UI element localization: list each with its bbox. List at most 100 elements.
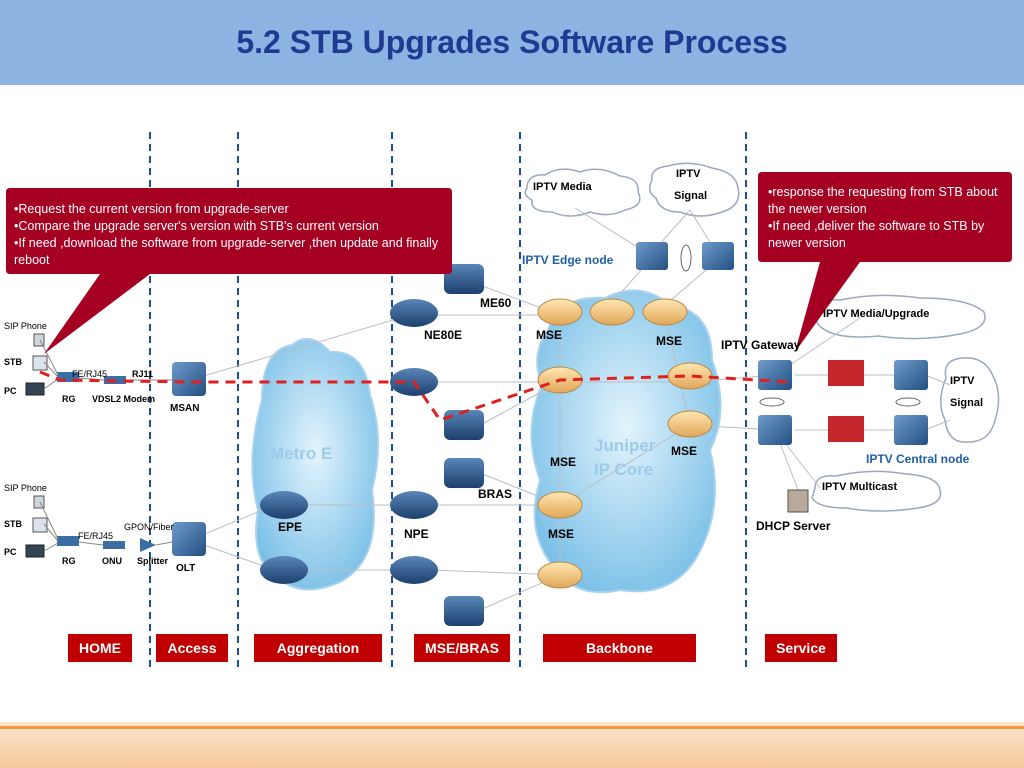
pc-icon (25, 544, 45, 558)
olt-label: OLT (176, 563, 196, 574)
ne80e-router-icon (390, 299, 438, 327)
header-bar (0, 0, 1024, 87)
edge-switch-icon (702, 242, 734, 270)
me60-label: ME60 (480, 296, 512, 310)
ip-core-label-line1: Juniper (594, 436, 656, 455)
firewall-icon (828, 360, 864, 386)
iptv-edge-node-label: IPTV Edge node (522, 253, 614, 267)
rg-icon (57, 536, 79, 546)
pc-label: PC (4, 547, 17, 557)
npe-router-icon (390, 556, 438, 584)
iptv-signal-label-2: Signal (950, 397, 984, 409)
npe-label: NPE (404, 527, 429, 541)
dhcp-server-label: DHCP Server (756, 519, 831, 533)
ne80e-label: NE80E (424, 328, 463, 342)
right-callout-text: •response the requesting from STB about … (768, 184, 1004, 252)
page-title: 5.2 STB Upgrades Software Process (236, 24, 788, 60)
iptv-media-upgrade-label: IPTV Media/Upgrade (823, 308, 930, 320)
section-access: Access (156, 634, 228, 662)
rg-icon (57, 372, 79, 382)
pc-icon (25, 382, 45, 396)
ip-core-cloud (530, 289, 722, 594)
right-callout-line: •response the requesting from STB about … (768, 185, 998, 216)
npe-router-icon (390, 491, 438, 519)
iptv-central-node-label: IPTV Central node (866, 452, 970, 466)
ip-core-label-line2: IP Core (594, 460, 654, 479)
epe-router-icon (260, 491, 308, 519)
edge-switch-icon (636, 242, 668, 270)
stb-label: STB (4, 519, 22, 529)
left-callout-line: •Request the current version from upgrad… (14, 202, 289, 216)
link-bundle-icon (680, 244, 692, 272)
iptv-signal-label-1: IPTV (950, 375, 975, 387)
epe-router-icon (260, 556, 308, 584)
iptv-signal-cloud-right (940, 357, 1000, 443)
splitter-label: Splitter (137, 556, 169, 566)
sip-phone-label: SIP Phone (4, 321, 47, 331)
iptv-media-upgrade-cloud (815, 294, 986, 340)
section-backbone: Backbone (543, 634, 696, 662)
me60-router-icon (444, 410, 484, 440)
gateway-switch-icon (758, 415, 792, 445)
msan-label: MSAN (170, 403, 200, 414)
gpon-fiber-label: GPON/Fiber (124, 522, 174, 532)
section-aggregation: Aggregation (254, 634, 382, 662)
olt-icon (172, 522, 206, 556)
iptv-multicast-cloud (811, 470, 942, 512)
left-callout-line: •Compare the upgrade server's version wi… (14, 219, 379, 233)
bras-router-icon (444, 596, 484, 626)
mse-label: MSE (548, 527, 575, 541)
footer-accent-line (0, 726, 1024, 729)
routers (260, 264, 484, 626)
iptv-signal-label-1: IPTV (676, 168, 701, 180)
iptv-signal-cloud-top (649, 162, 740, 217)
mse-label: MSE (671, 444, 698, 458)
iptv-signal-label-2: Signal (674, 190, 708, 202)
home-devices-bottom (25, 495, 173, 558)
iptv-gateway-label: IPTV Gateway (721, 338, 801, 352)
metro-e-cloud (251, 337, 379, 591)
iptv-multicast-label: IPTV Multicast (822, 481, 898, 493)
bras-router-icon (444, 458, 484, 488)
epe-label: EPE (278, 520, 303, 534)
right-callout-line: •If need ,deliver the software to STB by… (768, 219, 985, 250)
left-callout-bubble (6, 188, 452, 354)
msan-icon (172, 362, 206, 396)
sip-phone-icon (33, 333, 45, 347)
sip-phone-icon (33, 495, 45, 509)
firewall-icon (828, 416, 864, 442)
stb-icon (32, 355, 48, 371)
iptv-gateway-switch-icon (758, 360, 792, 390)
mse-label: MSE (550, 455, 577, 469)
stb-label: STB (4, 357, 22, 367)
fe-rj45-label: FE/RJ45 (72, 369, 108, 379)
dhcp-server-icon (787, 489, 809, 513)
onu-label: ONU (102, 556, 122, 566)
mse-label: MSE (536, 328, 563, 342)
footer-band (0, 722, 1024, 768)
central-switch-icon (894, 415, 928, 445)
left-callout-text: •Request the current version from upgrad… (14, 201, 444, 269)
vdsl2-modem-label: VDSL2 Modem (92, 394, 156, 404)
mse-label: MSE (656, 334, 683, 348)
section-service: Service (765, 634, 837, 662)
link-bundle-icon (895, 397, 921, 407)
metro-e-label: Metro E (270, 444, 333, 463)
splitter-icon (140, 538, 156, 552)
iptv-media-label: IPTV Media (533, 181, 592, 193)
pc-label: PC (4, 386, 17, 396)
right-callout-bubble (758, 172, 1012, 352)
me60-router-icon (444, 264, 484, 294)
left-callout-line: •If need ,download the software from upg… (14, 236, 439, 267)
section-mse-bras: MSE/BRAS (414, 634, 510, 662)
upgrade-path (39, 370, 791, 422)
stb-icon (32, 517, 48, 533)
central-switch-icon (894, 360, 928, 390)
bras-label: BRAS (478, 487, 513, 501)
rj11-label: RJ11 (132, 369, 154, 379)
sip-phone-label: SIP Phone (4, 483, 47, 493)
rg-label: RG (62, 394, 76, 404)
fe-rj45-label: FE/RJ45 (78, 531, 114, 541)
link-bundle-icon (759, 397, 785, 407)
